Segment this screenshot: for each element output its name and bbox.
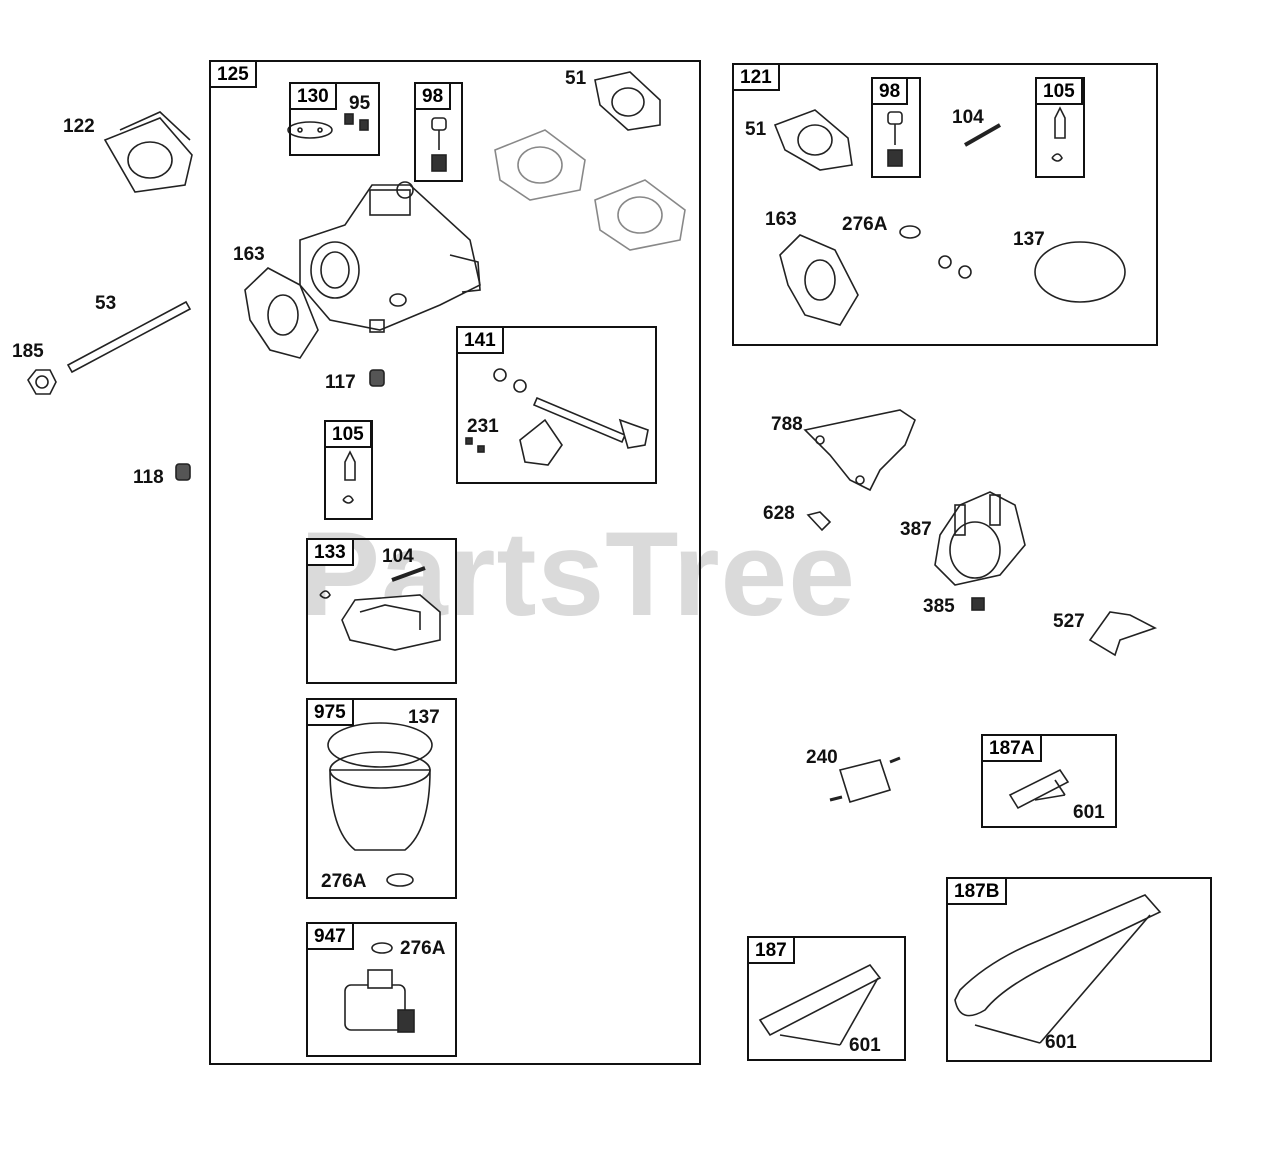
callout-51-b: 51 xyxy=(745,119,767,140)
group-box-98-a: 98 xyxy=(414,82,463,182)
callout-163-a: 163 xyxy=(233,244,265,265)
group-box-187A: 187A xyxy=(981,734,1117,828)
group-box-121: 121 xyxy=(732,63,1158,346)
group-box-947: 947 xyxy=(306,922,457,1057)
callout-385: 385 xyxy=(923,596,955,617)
part-163-gasket-b xyxy=(779,234,859,326)
part-187A-hose xyxy=(1008,768,1070,810)
group-label-98-b: 98 xyxy=(871,77,909,105)
group-label-98-a: 98 xyxy=(414,82,452,110)
part-141-throttle-shaft xyxy=(465,368,649,466)
part-seals xyxy=(899,225,972,279)
group-box-105-a: 105 xyxy=(324,420,373,520)
group-label-187: 187 xyxy=(747,936,795,964)
part-51-gasket-a xyxy=(594,71,661,131)
callout-276A-a: 276A xyxy=(321,871,367,892)
group-label-121: 121 xyxy=(732,63,780,91)
part-carburetor-body xyxy=(299,181,481,333)
part-137-gasket-b xyxy=(1034,241,1126,303)
part-118-cap xyxy=(175,463,191,481)
part-387-fuel-pump xyxy=(934,491,1026,586)
part-51-gasket-b xyxy=(773,109,853,171)
group-box-105-b: 105 xyxy=(1035,77,1085,178)
part-105-needle-b xyxy=(1051,106,1066,162)
callout-240: 240 xyxy=(806,747,838,768)
part-185-nut xyxy=(27,369,57,395)
group-box-125: 125 xyxy=(209,60,701,1065)
callout-185: 185 xyxy=(12,341,44,362)
callout-163-b: 163 xyxy=(765,209,797,230)
callout-117: 117 xyxy=(325,372,356,393)
part-104-pin-b xyxy=(964,123,1001,147)
part-240-filter xyxy=(829,756,901,803)
callout-104-a: 104 xyxy=(382,546,414,567)
part-122-flange xyxy=(103,111,193,193)
part-385-screw xyxy=(971,597,985,611)
callout-122: 122 xyxy=(63,116,95,137)
group-label-130: 130 xyxy=(289,82,337,110)
part-98-screw-a xyxy=(431,117,447,172)
part-117-jet xyxy=(369,369,385,387)
callout-137-a: 137 xyxy=(408,707,440,728)
callout-601-a: 601 xyxy=(1073,802,1105,823)
group-label-133: 133 xyxy=(306,538,354,566)
group-label-125: 125 xyxy=(209,60,257,88)
callout-137-b: 137 xyxy=(1013,229,1045,250)
part-187B-hose xyxy=(954,894,1162,1044)
callout-231: 231 xyxy=(467,416,499,437)
callout-95: 95 xyxy=(349,93,371,114)
part-163-gasket-a xyxy=(244,267,319,359)
part-insulator-flanges xyxy=(494,129,686,251)
callout-51-a: 51 xyxy=(565,68,587,89)
callout-628: 628 xyxy=(763,503,795,524)
group-label-947: 947 xyxy=(306,922,354,950)
group-box-130: 130 xyxy=(289,82,380,156)
group-box-187: 187 xyxy=(747,936,906,1061)
part-53-stud xyxy=(66,300,192,374)
part-975-bowl xyxy=(327,722,433,887)
part-133-float xyxy=(319,566,441,651)
part-187-hose xyxy=(758,963,882,1046)
group-label-141: 141 xyxy=(456,326,504,354)
part-527-clip xyxy=(1088,611,1158,657)
callout-276A-c: 276A xyxy=(842,214,888,235)
part-130-plate xyxy=(287,113,369,139)
callout-276A-b: 276A xyxy=(400,938,446,959)
callout-527: 527 xyxy=(1053,611,1085,632)
callout-387: 387 xyxy=(900,519,932,540)
callout-601-c: 601 xyxy=(1045,1032,1077,1053)
part-98-screw-b xyxy=(887,111,903,167)
group-label-187B: 187B xyxy=(946,877,1008,905)
callout-118: 118 xyxy=(133,467,164,488)
callout-788: 788 xyxy=(771,414,803,435)
group-box-975: 975 xyxy=(306,698,457,899)
group-box-98-b: 98 xyxy=(871,77,921,178)
callout-104-b: 104 xyxy=(952,107,984,128)
group-label-105-b: 105 xyxy=(1035,77,1083,105)
group-box-141: 141 xyxy=(456,326,657,484)
group-label-975: 975 xyxy=(306,698,354,726)
part-628-bolt xyxy=(806,511,832,532)
part-788-bracket xyxy=(803,409,916,492)
callout-53: 53 xyxy=(95,293,117,314)
group-box-187B: 187B xyxy=(946,877,1212,1062)
group-label-187A: 187A xyxy=(981,734,1043,762)
part-105-needle-a xyxy=(342,450,356,504)
group-box-133: 133 xyxy=(306,538,457,684)
part-947-solenoid xyxy=(344,942,415,1033)
group-label-105-a: 105 xyxy=(324,420,372,448)
callout-601-b: 601 xyxy=(849,1035,881,1056)
